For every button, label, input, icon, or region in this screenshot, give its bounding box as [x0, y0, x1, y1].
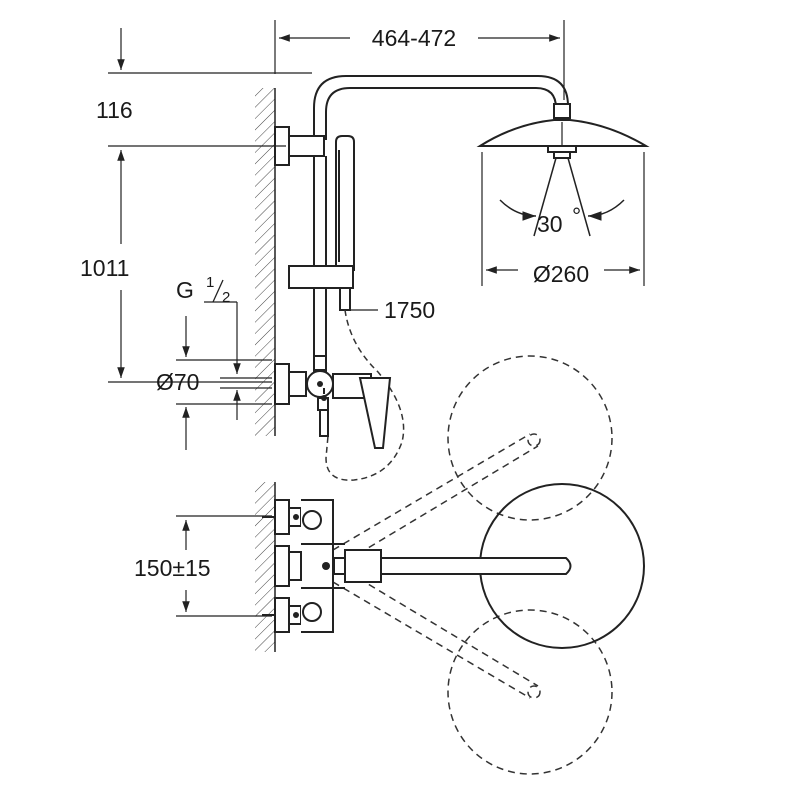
dim-head-260 — [481, 152, 645, 286]
dim-label-70: Ø70 — [156, 369, 199, 395]
dim-flange-70 — [176, 316, 272, 450]
thread-label-g: G — [176, 277, 194, 303]
mixer-body — [274, 355, 392, 449]
dim-width-464-472 — [274, 20, 565, 100]
dim-label-260: Ø260 — [533, 261, 589, 287]
rotation-circle-upper-dashed — [447, 355, 613, 521]
wall-bottom-view — [255, 482, 276, 652]
rain-shower-head — [476, 103, 650, 159]
dim-height-1011 — [108, 150, 272, 383]
dim-spacing-150 — [176, 515, 272, 617]
riser-rail — [313, 156, 327, 372]
dim-label-150: 150±15 — [134, 555, 211, 581]
spray-angle-degree: ° — [572, 203, 581, 229]
dim-height-116 — [108, 28, 312, 147]
dim-thread-g12 — [204, 301, 241, 374]
mixer-plan-view — [274, 499, 382, 633]
pipe-stubs-plan — [262, 516, 275, 616]
arm-swing-upper-dashed — [332, 433, 541, 567]
hand-shower — [335, 135, 355, 271]
rotation-circle-lower-dashed — [447, 609, 613, 775]
mixer-bolt-markers — [317, 381, 327, 401]
dim-label-1750: 1750 — [384, 297, 435, 323]
dim-label-116: 116 — [96, 97, 133, 123]
shower-arm — [313, 75, 569, 140]
arm-swing-lower-dashed — [332, 565, 541, 699]
thread-label-numerator: 1 — [206, 274, 214, 291]
wall-top-view — [255, 88, 276, 436]
dim-label-1011: 1011 — [80, 255, 129, 281]
mixer-plan-dots — [293, 514, 330, 618]
spray-angle-label: 30 — [537, 211, 563, 237]
slider-holder — [288, 265, 354, 311]
dim-label-width: 464-472 — [372, 25, 456, 51]
shower-arm-plan — [333, 557, 572, 575]
thread-fraction-slash — [212, 279, 224, 303]
spray-angle-lines — [499, 157, 625, 237]
thread-label-denominator: 2 — [222, 289, 230, 306]
